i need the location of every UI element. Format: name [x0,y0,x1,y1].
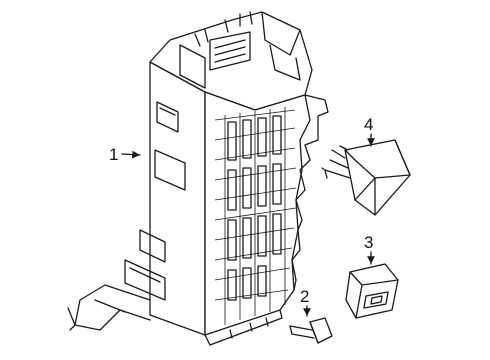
callout-part-4: 4 [364,115,374,134]
leader-1 [121,150,141,159]
connector-relay [345,263,399,319]
relay [321,139,411,216]
callout-part-1: 1 [109,145,119,164]
fuse-box-housing [67,11,329,346]
blade-fuse [289,317,333,344]
callout-part-3: 3 [364,233,374,252]
leader-lines [121,133,375,317]
callout-part-2: 2 [300,287,310,306]
